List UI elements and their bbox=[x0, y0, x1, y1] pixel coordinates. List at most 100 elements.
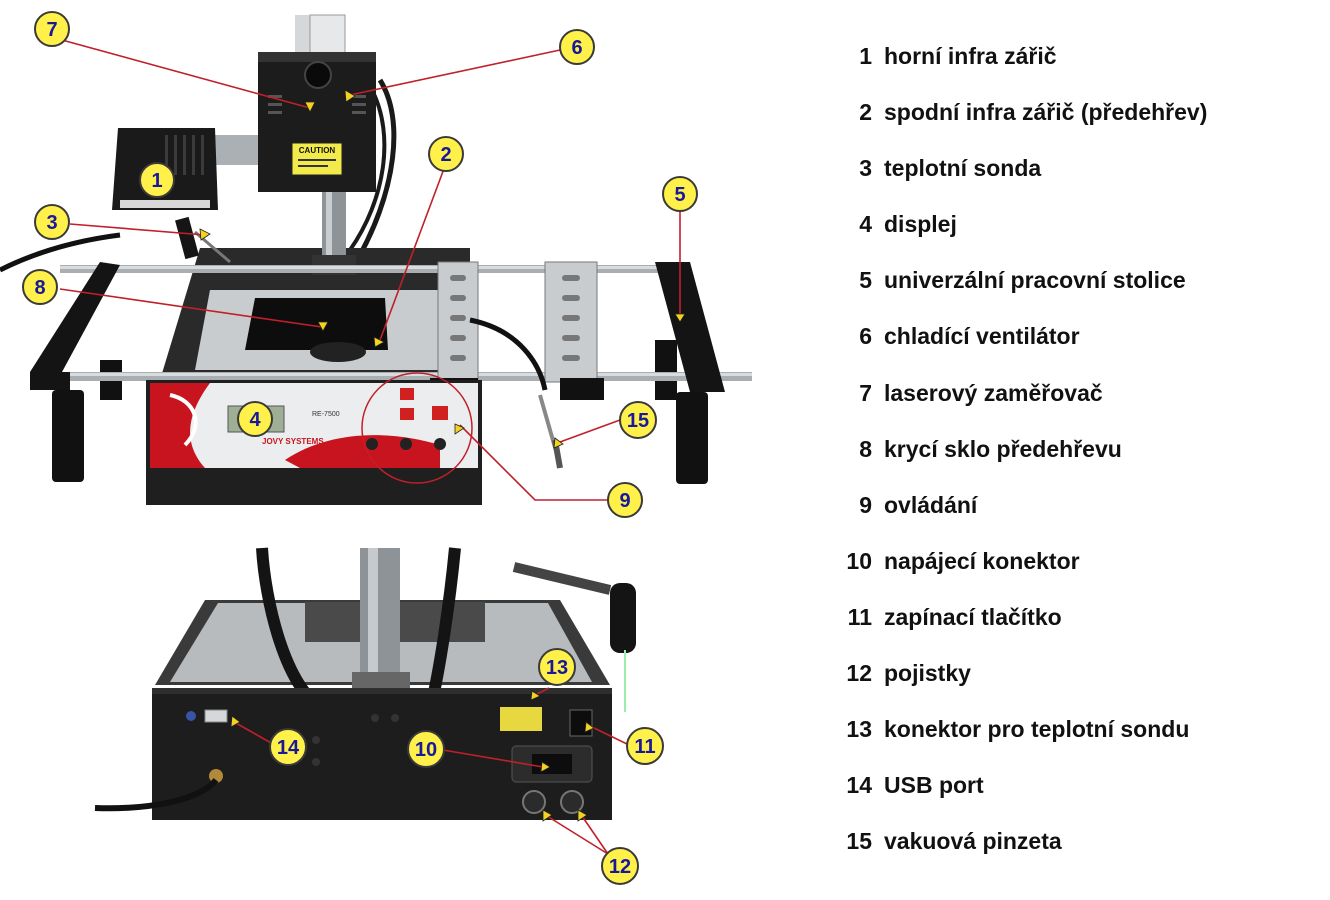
rear-probe-handle bbox=[610, 583, 636, 653]
callout-3: 3 bbox=[34, 204, 70, 240]
brand-text: JOVY SYSTEMS bbox=[262, 437, 324, 446]
rear-air-hose bbox=[94, 777, 219, 812]
legend-number: 14 bbox=[846, 772, 872, 799]
callout-10: 10 bbox=[407, 730, 445, 768]
svg-text:8: 8 bbox=[34, 277, 45, 299]
legend-number: 15 bbox=[846, 828, 872, 855]
legend-number: 10 bbox=[846, 547, 872, 574]
legend-item: 14 USB port bbox=[830, 761, 1310, 817]
heater-cables bbox=[357, 78, 397, 257]
legend-number: 3 bbox=[859, 155, 872, 182]
control-button-up bbox=[400, 388, 414, 400]
slider-plate-b bbox=[544, 261, 598, 383]
leg-front-right bbox=[676, 392, 708, 484]
legend-label: spodní infra zářič (předehřev) bbox=[884, 99, 1208, 126]
control-button-enter bbox=[432, 406, 448, 420]
legend-item: 1 horní infra zářič bbox=[830, 32, 1310, 88]
legend-number: 13 bbox=[846, 716, 872, 743]
callout-5: 5 bbox=[662, 176, 698, 212]
legend-label: laserový zaměřovač bbox=[884, 379, 1103, 406]
svg-text:13: 13 bbox=[546, 657, 568, 679]
legend-label: konektor pro teplotní sondu bbox=[884, 716, 1190, 743]
controls-highlight-ring bbox=[361, 372, 473, 484]
usb-port bbox=[204, 709, 228, 723]
legend-label: displej bbox=[884, 211, 957, 238]
legend-item: 5 univerzální pracovní stolice bbox=[830, 256, 1310, 312]
parts-legend: 1 horní infra zářič 2 spodní infra zářič (… bbox=[830, 32, 1310, 873]
callout-4: 4 bbox=[237, 401, 273, 437]
legend-item: 15 vakuová pinzeta bbox=[830, 817, 1310, 873]
legend-number: 7 bbox=[859, 379, 872, 406]
svg-text:10: 10 bbox=[415, 739, 437, 761]
legend-label: teplotní sonda bbox=[884, 155, 1042, 182]
callout-2: 2 bbox=[428, 136, 464, 172]
board-holder-left bbox=[30, 262, 120, 372]
legend-label: vakuová pinzeta bbox=[884, 828, 1062, 855]
legend-label: napájecí konektor bbox=[884, 547, 1080, 574]
pointer-markers bbox=[199, 89, 686, 822]
model-text: RE-7500 bbox=[312, 411, 340, 418]
legend-label: chladící ventilátor bbox=[884, 323, 1080, 350]
legend-number: 4 bbox=[859, 211, 872, 238]
legend-item: 7 laserový zaměřovač bbox=[830, 369, 1310, 425]
callout-7: 7 bbox=[34, 11, 70, 47]
fuse-right bbox=[560, 790, 584, 814]
callout-14: 14 bbox=[269, 728, 307, 766]
probe-connector-label bbox=[500, 707, 542, 731]
power-cable bbox=[0, 232, 121, 273]
caution-text: CAUTION bbox=[299, 146, 336, 155]
rear-column bbox=[360, 548, 400, 678]
leg-front-left bbox=[52, 390, 84, 482]
legend-item: 9 ovládání bbox=[830, 481, 1310, 537]
legend-item: 10 napájecí konektor bbox=[830, 537, 1310, 593]
legend-number: 1 bbox=[859, 43, 872, 69]
legend-number: 12 bbox=[846, 660, 872, 687]
board-holder-right bbox=[655, 262, 725, 392]
legend-label: pojistky bbox=[884, 660, 971, 687]
legend-number: 8 bbox=[859, 435, 872, 462]
leg-back-right bbox=[655, 340, 677, 400]
callout-6: 6 bbox=[559, 29, 595, 65]
svg-text:11: 11 bbox=[634, 736, 655, 758]
leader-lines bbox=[59, 39, 681, 855]
legend-label: univerzální pracovní stolice bbox=[884, 267, 1186, 294]
legend-label: ovládání bbox=[884, 491, 978, 518]
legend-item: 12 pojistky bbox=[830, 649, 1310, 705]
callout-13: 13 bbox=[538, 648, 576, 686]
callout-1: 1 bbox=[139, 162, 175, 198]
svg-text:9: 9 bbox=[619, 490, 630, 512]
legend-number: 11 bbox=[847, 603, 872, 630]
legend-label: zapínací tlačítko bbox=[884, 603, 1062, 630]
control-button-down bbox=[400, 408, 414, 420]
callout-15: 15 bbox=[619, 401, 657, 439]
svg-text:12: 12 bbox=[609, 856, 631, 878]
rear-view bbox=[94, 547, 636, 820]
temperature-probe bbox=[175, 216, 199, 260]
legend-item: 4 displej bbox=[830, 200, 1310, 256]
svg-text:2: 2 bbox=[440, 144, 451, 166]
rework-station-figure: CAUTION bbox=[0, 11, 752, 885]
preheater-glass bbox=[245, 298, 388, 350]
legend-number: 9 bbox=[859, 491, 872, 518]
legend-number: 2 bbox=[859, 99, 872, 126]
callout-9: 9 bbox=[607, 482, 643, 518]
legend-label: horní infra zářič bbox=[884, 43, 1057, 69]
svg-text:14: 14 bbox=[277, 737, 300, 759]
svg-text:5: 5 bbox=[674, 184, 685, 206]
legend-label: USB port bbox=[884, 772, 984, 799]
svg-text:1: 1 bbox=[151, 170, 162, 192]
svg-text:4: 4 bbox=[249, 409, 261, 431]
svg-text:15: 15 bbox=[627, 410, 649, 432]
callout-8: 8 bbox=[22, 269, 58, 305]
legend-number: 5 bbox=[859, 267, 872, 294]
svg-text:6: 6 bbox=[571, 37, 582, 59]
power-switch bbox=[569, 709, 593, 737]
legend-item: 3 teplotní sonda bbox=[830, 144, 1310, 200]
svg-text:3: 3 bbox=[46, 212, 57, 234]
svg-text:7: 7 bbox=[46, 19, 57, 41]
legend-item: 2 spodní infra zářič (předehřev) bbox=[830, 88, 1310, 144]
callout-11: 11 bbox=[626, 727, 664, 765]
legend-item: 13 konektor pro teplotní sondu bbox=[830, 705, 1310, 761]
